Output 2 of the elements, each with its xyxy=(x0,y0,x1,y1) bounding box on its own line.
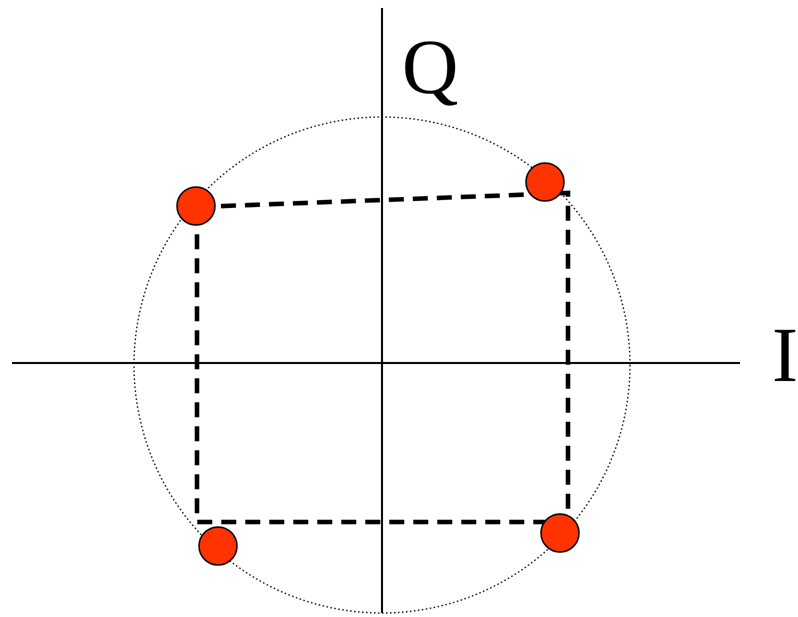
axis-label: I xyxy=(772,316,798,394)
axis-label: Q xyxy=(402,28,458,106)
